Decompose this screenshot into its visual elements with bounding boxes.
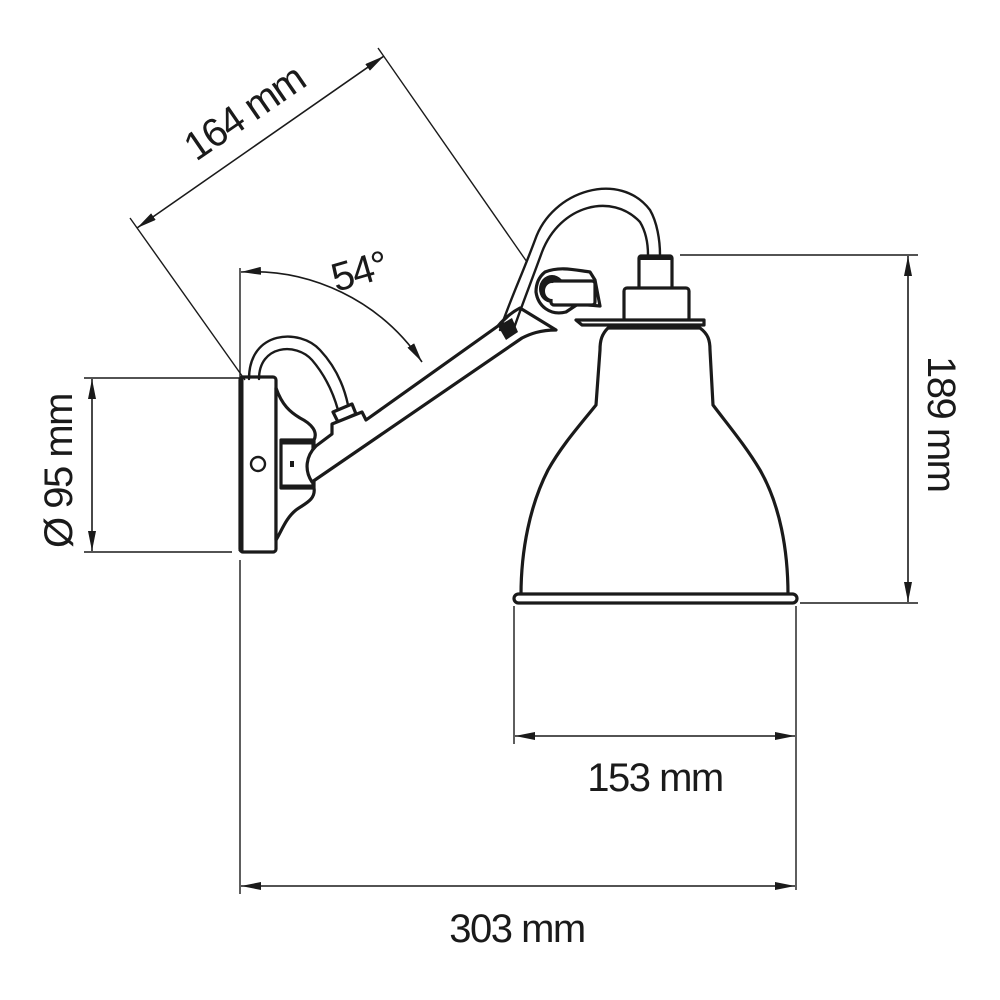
wall-plate xyxy=(238,375,278,554)
upper-cable xyxy=(498,187,662,340)
mount-bracket xyxy=(274,386,317,542)
socket xyxy=(622,254,691,323)
lamp-shade xyxy=(512,326,799,605)
dimension-total-depth: 303 mm xyxy=(239,560,795,951)
base-diameter-label: Ø 95 mm xyxy=(37,394,81,548)
lamp-arm xyxy=(305,306,558,484)
screw-hole-icon xyxy=(249,455,267,473)
shade-knuckle xyxy=(534,267,602,315)
total-depth-label: 303 mm xyxy=(449,907,585,951)
dimension-arm-length: 164 mm xyxy=(129,47,528,381)
arm-angle-label: 54° xyxy=(326,243,392,301)
dimension-base-diameter: Ø 95 mm xyxy=(37,377,240,553)
lamp-illustration xyxy=(238,187,799,605)
shade-diameter-label: 153 mm xyxy=(587,756,723,800)
dimension-shade-height: 189 mm xyxy=(680,254,963,604)
dimension-shade-diameter: 153 mm xyxy=(513,606,797,890)
dimension-arm-angle: 54° xyxy=(239,243,423,380)
shade-height-label: 189 mm xyxy=(919,356,963,492)
